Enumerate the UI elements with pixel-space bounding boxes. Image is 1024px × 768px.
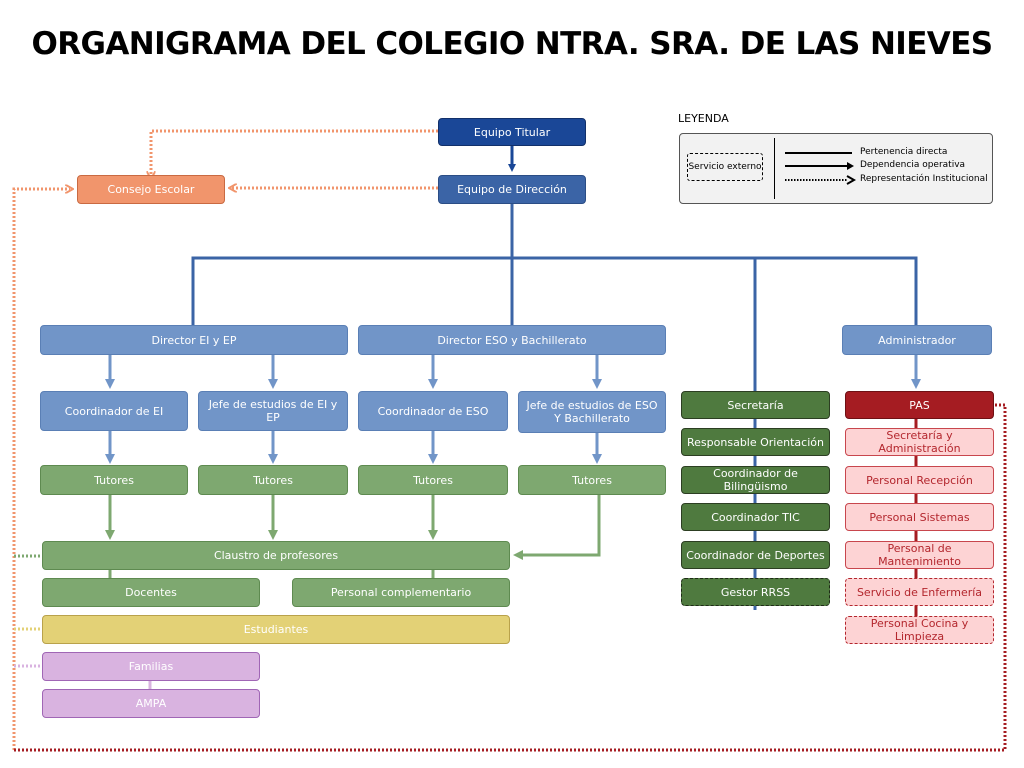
arrow-tutores4-claustro — [513, 495, 601, 560]
legend-item-dependencia: Dependencia operativa — [860, 160, 966, 170]
node-personal-sistemas[interactable]: Personal Sistemas — [845, 503, 994, 531]
node-claustro-profesores[interactable]: Claustro de profesores — [42, 541, 510, 570]
node-coordinador-deportes[interactable]: Coordinador de Deportes — [681, 541, 830, 569]
node-tutores[interactable]: Tutores — [198, 465, 348, 495]
node-tutores[interactable]: Tutores — [358, 465, 508, 495]
connector-left-consejo — [12, 189, 70, 750]
legend-external-service: Servicio externo — [687, 153, 763, 181]
node-secretaria[interactable]: Secretaría — [681, 391, 830, 419]
node-coordinador-eso[interactable]: Coordinador de ESO — [358, 391, 508, 431]
node-familias[interactable]: Familias — [42, 652, 260, 681]
node-tutores[interactable]: Tutores — [518, 465, 666, 495]
node-pas[interactable]: PAS — [845, 391, 994, 419]
node-tutores[interactable]: Tutores — [40, 465, 188, 495]
node-coordinador-ei[interactable]: Coordinador de EI — [40, 391, 188, 431]
node-servicio-enfermeria[interactable]: Servicio de Enfermería — [845, 578, 994, 606]
legend-item-pertenencia: Pertenencia directa — [860, 147, 948, 157]
node-gestor-rrss[interactable]: Gestor RRSS — [681, 578, 830, 606]
node-equipo-titular[interactable]: Equipo Titular — [438, 118, 586, 146]
node-director-eso-bach[interactable]: Director ESO y Bachillerato — [358, 325, 666, 355]
legend-item-representacion: Representación Institucional — [860, 174, 988, 184]
legend-line-samples — [785, 152, 857, 185]
node-equipo-direccion[interactable]: Equipo de Dirección — [438, 175, 586, 204]
node-jefe-estudios-eso-bach[interactable]: Jefe de estudios de ESO Y Bachillerato — [518, 391, 666, 433]
node-personal-mantenimiento[interactable]: Personal de Mantenimiento — [845, 541, 994, 569]
legend-divider — [774, 138, 775, 199]
connector-pas-representacion — [14, 403, 1007, 752]
page-title: ORGANIGRAMA DEL COLEGIO NTRA. SRA. DE LA… — [31, 26, 993, 62]
node-docentes[interactable]: Docentes — [42, 578, 260, 607]
node-director-ei-ep[interactable]: Director EI y EP — [40, 325, 348, 355]
node-ampa[interactable]: AMPA — [42, 689, 260, 718]
node-consejo-escolar[interactable]: Consejo Escolar — [77, 175, 225, 204]
node-administrador[interactable]: Administrador — [842, 325, 992, 355]
node-coordinador-tic[interactable]: Coordinador TIC — [681, 503, 830, 531]
node-estudiantes[interactable]: Estudiantes — [42, 615, 510, 644]
node-secretaria-administracion[interactable]: Secretaría y Administración — [845, 428, 994, 456]
node-jefe-estudios-ei-ep[interactable]: Jefe de estudios de EI y EP — [198, 391, 348, 431]
legend: Servicio externo Pertenencia directa Dep… — [679, 133, 993, 204]
node-personal-complementario[interactable]: Personal complementario — [292, 578, 510, 607]
node-coordinador-bilinguismo[interactable]: Coordinador de Bilingüismo — [681, 466, 830, 494]
node-personal-cocina-limpieza[interactable]: Personal Cocina y Limpieza — [845, 616, 994, 644]
node-responsable-orientacion[interactable]: Responsable Orientación — [681, 428, 830, 456]
connector-titular-consejo — [151, 129, 438, 176]
legend-title: LEYENDA — [678, 112, 729, 125]
node-personal-recepcion[interactable]: Personal Recepción — [845, 466, 994, 494]
